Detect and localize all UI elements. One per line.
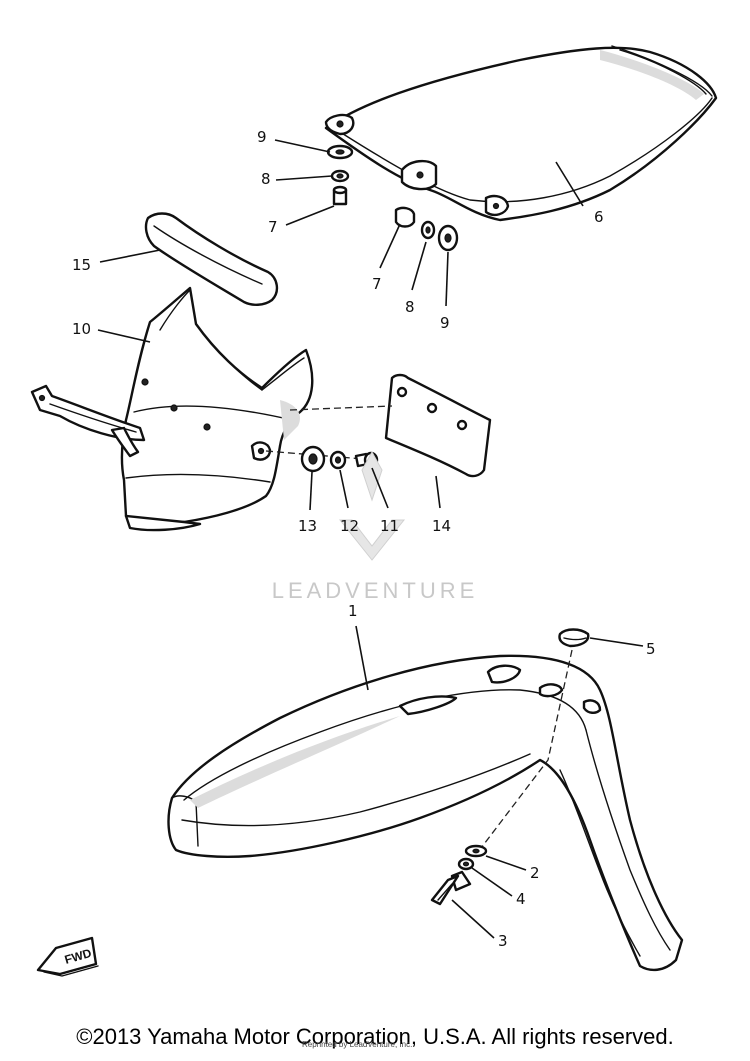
callout-8-right: 8 (405, 298, 415, 316)
callout-14: 14 (432, 517, 451, 535)
callout-12: 12 (340, 517, 359, 535)
reprint-notice: Reprinted by LeadVenture, Inc. (302, 1040, 413, 1049)
rear-fender (324, 45, 718, 222)
mount-axis-upper (289, 405, 393, 411)
callout-2: 2 (530, 864, 540, 882)
fastener-stack-left (326, 144, 354, 206)
watermark: LEADVENTURE (272, 450, 479, 603)
headlight-cover (120, 286, 314, 532)
callout-15: 15 (72, 256, 91, 274)
callout-9-right: 9 (440, 314, 450, 332)
callout-10: 10 (72, 320, 91, 338)
callout-6: 6 (594, 208, 604, 226)
callout-5: 5 (646, 640, 656, 658)
callout-9-upper: 9 (257, 128, 267, 146)
headlight-bracket (30, 384, 146, 458)
callout-labels: 9 8 7 6 7 8 9 15 10 13 12 11 14 1 5 2 4 … (72, 128, 656, 950)
callout-7-right: 7 (372, 275, 382, 293)
watermark-text: LEADVENTURE (272, 578, 479, 603)
callout-7-upper: 7 (268, 218, 278, 236)
leader-lines (97, 139, 644, 939)
front-fender (167, 649, 684, 972)
fwd-arrow-icon: FWD (36, 936, 99, 977)
callout-13: 13 (298, 517, 317, 535)
callout-8-upper: 8 (261, 170, 271, 188)
copyright-notice: ©2013 Yamaha Motor Corporation, U.S.A. A… (76, 1024, 674, 1049)
callout-1: 1 (348, 602, 358, 620)
number-plate (384, 373, 492, 478)
fender-hardware (430, 844, 488, 906)
damper-rubber (558, 628, 590, 648)
callout-11: 11 (380, 517, 399, 535)
fastener-stack-right (394, 206, 459, 252)
callout-3: 3 (498, 932, 508, 950)
seal-strip (144, 212, 279, 306)
callout-4: 4 (516, 890, 526, 908)
